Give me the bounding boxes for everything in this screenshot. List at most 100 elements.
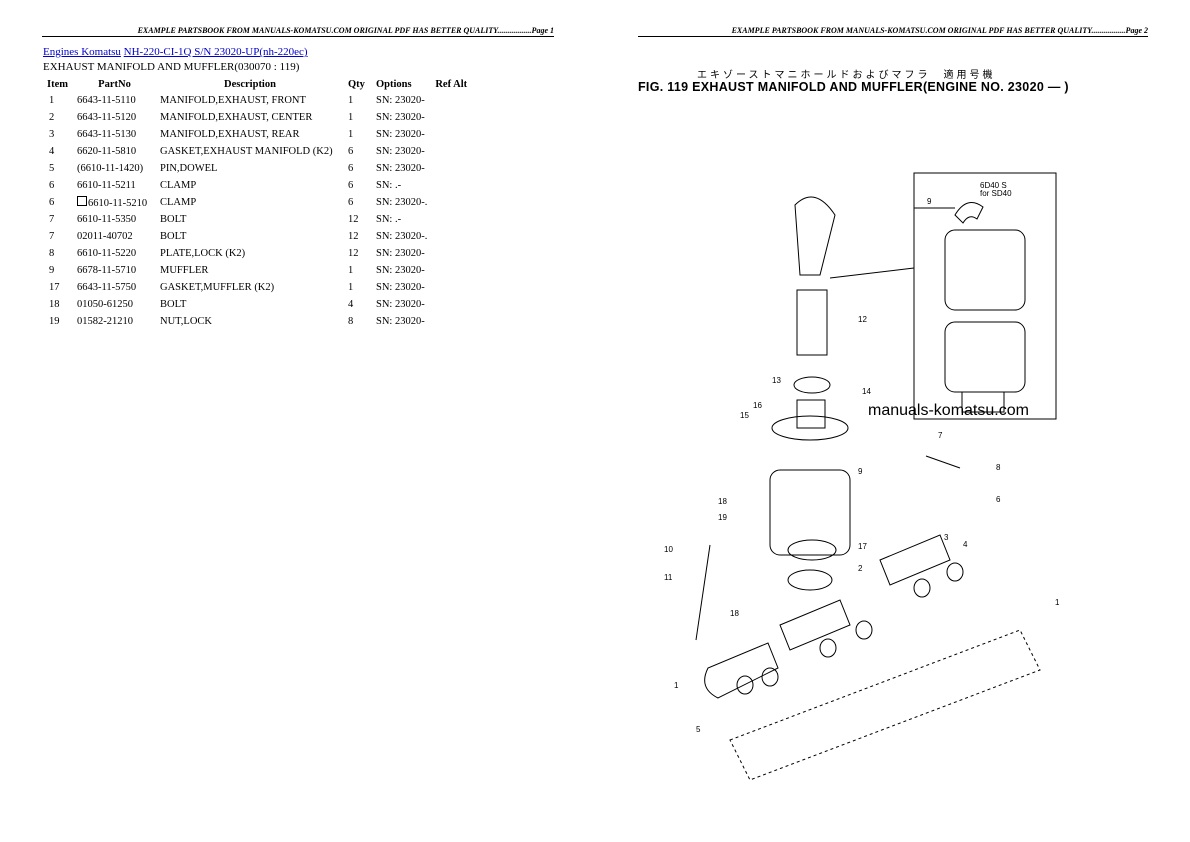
description-cell: MANIFOLD,EXHAUST, REAR [160,129,300,140]
partno-cell: 02011-40702 [77,231,133,242]
item-cell: 5 [49,163,55,174]
refalt-cell [431,296,471,313]
svg-text:17: 17 [858,542,867,551]
qty-cell: 1 [348,282,354,293]
manifold-center [779,599,851,651]
svg-text:18: 18 [730,609,739,618]
item-cell: 6 [49,180,55,191]
qty-cell: 6 [348,163,354,174]
item-cell: 9 [49,265,55,276]
cylinder-head-outline [729,629,1041,781]
item-cell: 4 [49,146,55,157]
refalt-cell [431,92,471,109]
options-cell: SN: 23020- [376,248,425,259]
manifold-front [704,642,779,699]
column-header: Description [224,78,276,90]
qty-cell: 6 [348,180,354,191]
page-header-left: EXAMPLE PARTSBOOK FROM MANUALS-KOMATSU.C… [42,26,554,37]
item-cell: 3 [49,129,55,140]
breadcrumb-link-engines[interactable]: Engines Komatsu [43,46,121,58]
svg-text:2: 2 [858,564,863,573]
item-cell: 8 [49,248,55,259]
svg-text:18: 18 [718,497,727,506]
description-cell: CLAMP [160,197,197,208]
partno-cell: 01050-61250 [77,299,133,310]
qty-cell: 1 [348,95,354,106]
description-cell: MANIFOLD,EXHAUST, CENTER [160,112,313,123]
refalt-cell [431,313,471,330]
gasket-3 [819,638,837,658]
refalt-cell [431,160,471,177]
tailpipe [794,196,836,276]
checkbox-icon [77,196,87,206]
description-cell: GASKET,EXHAUST MANIFOLD (K2) [160,146,333,157]
options-cell: SN: 23020-. [376,231,428,242]
svg-text:1: 1 [674,681,679,690]
gasket-2 [761,667,779,687]
options-cell: SN: .- [376,214,402,225]
long-bolt [695,544,711,641]
options-cell: SN: 23020- [376,146,425,157]
column-header: PartNo [98,78,131,90]
svg-text:3: 3 [944,533,949,542]
svg-text:9: 9 [858,467,863,476]
clamp-bolt [925,455,961,469]
qty-cell: 6 [348,146,354,157]
inset-frame [913,172,1057,420]
partno-cell: 01582-21210 [77,316,133,327]
refalt-cell [431,228,471,245]
partno-cell: 6643-11-5750 [77,282,137,293]
svg-text:1: 1 [1055,598,1060,607]
description-cell: MUFFLER [160,265,209,276]
svg-text:13: 13 [772,376,781,385]
column-header: Item [47,78,68,90]
muffler-outlet [787,569,833,591]
options-cell: SN: 23020- [376,129,425,140]
gasket-5 [913,578,931,598]
inset-flange [961,391,1005,413]
breadcrumb: Engines Komatsu NH-220-CI-1Q S/N 23020-U… [43,46,308,58]
refalt-cell [431,211,471,228]
muffler-gasket [787,539,837,561]
svg-text:19: 19 [718,513,727,522]
description-cell: BOLT [160,231,187,242]
partno-cell: 6643-11-5110 [77,95,136,106]
inset-tailpipe [954,202,984,224]
description-cell: PIN,DOWEL [160,163,218,174]
description-cell: BOLT [160,214,187,225]
options-cell: SN: 23020- [376,299,425,310]
item-cell: 18 [49,299,60,310]
inset-muffler-top [944,229,1026,311]
inset-arrow [829,267,915,279]
partno-cell: 6610-11-5220 [77,248,137,259]
partno-cell: 6678-11-5710 [77,265,137,276]
column-header: Ref Alt [435,78,468,90]
svg-text:11: 11 [664,573,673,582]
qty-cell: 1 [348,129,354,140]
svg-text:14: 14 [862,387,871,396]
options-cell: SN: 23020- [376,112,425,123]
inset-note-2: for SD40 [980,189,1012,198]
column-header: Options [376,78,412,90]
breadcrumb-link-model[interactable]: NH-220-CI-1Q S/N 23020-UP(nh-220ec) [123,46,308,58]
qty-cell: 12 [348,248,359,259]
partno-cell: 6643-11-5120 [77,112,137,123]
svg-text:9: 9 [927,197,932,206]
description-cell: MANIFOLD,EXHAUST, FRONT [160,95,306,106]
description-cell: GASKET,MUFFLER (K2) [160,282,275,293]
gasket-6 [946,562,964,582]
inset-muffler-bottom [944,321,1026,393]
svg-text:7: 7 [938,431,943,440]
options-cell: SN: 23020- [376,95,425,106]
